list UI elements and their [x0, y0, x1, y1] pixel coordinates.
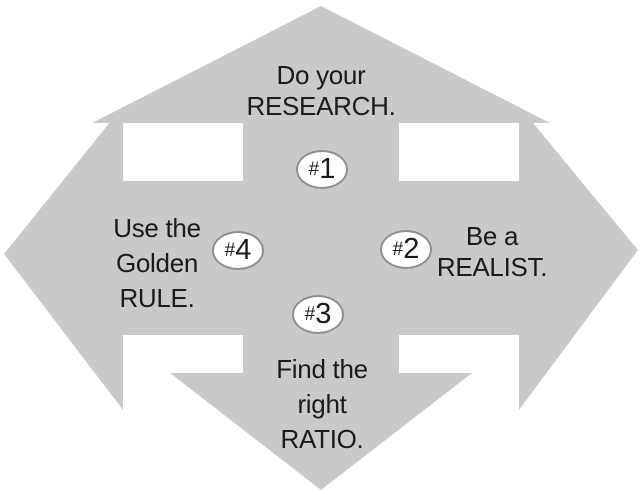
badge-2: #2: [380, 230, 432, 269]
badge-1-number: 1: [319, 153, 336, 185]
badge-4-hash: #: [224, 240, 236, 261]
label-ratio: Find the right RATIO.: [276, 352, 368, 457]
badge-1: #1: [296, 150, 348, 189]
badge-2-number: 2: [403, 233, 420, 265]
label-rule: Use the Golden RULE.: [113, 211, 201, 316]
label-ratio-line2: right: [297, 389, 347, 419]
label-research-line1: Do your: [276, 60, 366, 90]
label-ratio-line3: RATIO.: [280, 424, 364, 454]
label-realist-line1: Be a: [465, 221, 519, 251]
badge-2-hash: #: [392, 239, 404, 260]
label-ratio-line1: Find the: [276, 354, 368, 384]
label-rule-line1: Use the: [113, 213, 201, 243]
badge-3-number: 3: [315, 298, 332, 330]
arrow-left-icon: [4, 106, 330, 410]
label-rule-line2: Golden: [115, 248, 199, 278]
badge-3: #3: [292, 295, 344, 334]
badge-4-number: 4: [235, 234, 252, 266]
label-rule-line3: RULE.: [119, 283, 195, 313]
label-research: Do your RESEARCH.: [247, 60, 396, 122]
arrow-up-icon: [92, 6, 550, 260]
badge-4: #4: [212, 231, 264, 270]
arrow-right-icon: [310, 106, 638, 410]
badge-1-hash: #: [308, 159, 320, 180]
badge-3-hash: #: [304, 304, 316, 325]
label-realist-line2: REALIST.: [436, 252, 548, 282]
label-research-line2: RESEARCH.: [246, 91, 396, 121]
label-realist: Be a REALIST.: [436, 221, 548, 283]
